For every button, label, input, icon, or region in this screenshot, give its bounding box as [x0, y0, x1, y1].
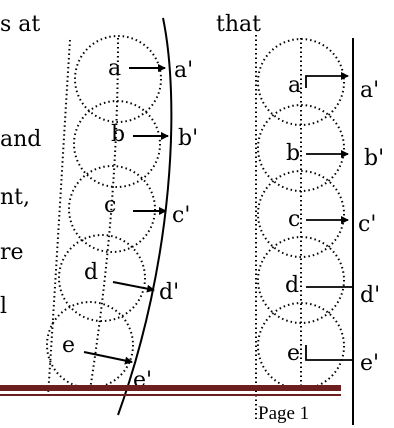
right-label-a: a: [288, 73, 302, 98]
footer-rule-thin: [0, 394, 341, 396]
right-label-d-prime: d': [360, 283, 381, 308]
text-fragment-3: nt,: [0, 185, 31, 210]
left-circle-a: [74, 35, 162, 123]
right-label-b-prime: b': [364, 146, 385, 171]
top-right-word: that: [216, 12, 261, 37]
right-circle-c: [257, 170, 345, 258]
right-arrow-e: [305, 345, 353, 361]
right-circle-d: [257, 236, 345, 324]
right-label-e-prime: e': [360, 351, 380, 376]
left-label-d: d: [84, 260, 99, 285]
text-fragment-5: l: [0, 294, 8, 319]
right-label-e: e: [287, 341, 301, 366]
left-circle-c: [68, 165, 156, 253]
left-label-e: e: [62, 333, 76, 358]
right-label-d: d: [285, 273, 300, 298]
left-label-a-prime: a': [174, 58, 194, 83]
right-label-a-prime: a': [360, 78, 380, 103]
left-label-c: c: [104, 193, 117, 218]
footer-rule-thick: [0, 385, 341, 391]
right-figure: [255, 35, 354, 425]
left-label-b: b: [111, 122, 126, 147]
left-circle-b: [73, 100, 161, 188]
right-arrow-a: [305, 72, 349, 88]
left-figure: [46, 17, 173, 416]
text-fragment-1: s at: [0, 12, 41, 37]
left-circle-d: [58, 234, 146, 322]
left-solid-curve: [117, 17, 173, 416]
left-arrow-e: [83, 351, 133, 365]
left-arrow-d: [112, 281, 155, 293]
right-circle-e: [257, 302, 345, 390]
left-circle-e: [46, 301, 134, 389]
right-label-c: c: [288, 207, 301, 232]
right-label-b: b: [286, 141, 301, 166]
text-fragment-4: re: [0, 240, 24, 265]
right-circle-a: [257, 38, 345, 126]
right-label-c-prime: c': [358, 212, 377, 237]
text-fragment-2: and: [0, 127, 42, 152]
left-centerline-dotted: [89, 37, 119, 391]
left-label-b-prime: b': [178, 126, 199, 151]
left-label-d-prime: d': [159, 280, 180, 305]
page-number: Page 1: [258, 403, 310, 424]
right-circle-b: [257, 104, 345, 192]
left-label-a: a: [108, 56, 122, 81]
left-label-c-prime: c': [172, 203, 191, 228]
